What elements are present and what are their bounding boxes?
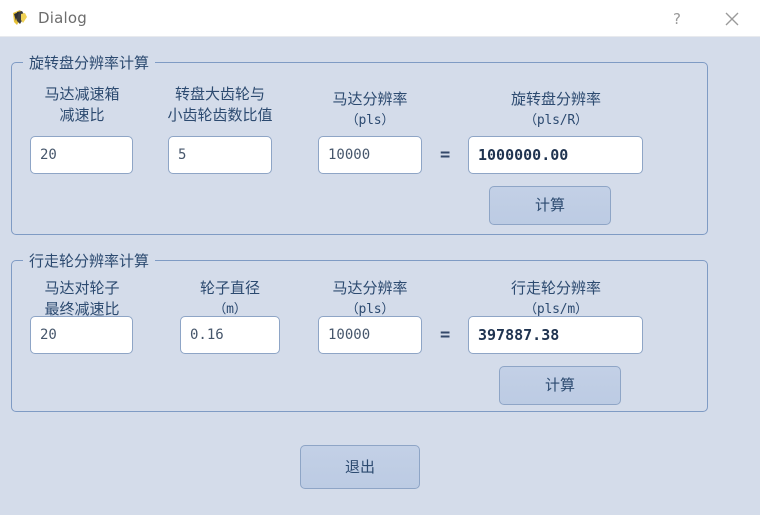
label-gear-tooth-ratio: 转盘大齿轮与 小齿轮齿数比值 <box>167 85 273 124</box>
input-motor-resolution-1[interactable]: 10000 <box>318 136 422 174</box>
qt-logo-icon <box>11 9 30 28</box>
input-gear-tooth-ratio[interactable]: 5 <box>168 136 272 174</box>
group-rotary-table-resolution: 旋转盘分辨率计算 <box>11 52 708 235</box>
label-wheel-diameter: 轮子直径 （m） <box>199 279 260 317</box>
input-wheel-diameter[interactable]: 0.16 <box>180 316 280 354</box>
window-titlebar: Dialog ? <box>0 0 760 37</box>
output-rotary-resolution[interactable]: 1000000.00 <box>468 136 643 174</box>
close-icon[interactable] <box>719 6 745 32</box>
label-motor-resolution-1: 马达分辨率 （pls） <box>332 90 408 128</box>
group2-title: 行走轮分辨率计算 <box>23 250 156 271</box>
equals-sign-2: = <box>440 325 451 345</box>
calculate-button-rotary[interactable]: 计算 <box>489 186 611 225</box>
help-button[interactable]: ? <box>673 10 681 28</box>
label-motor-wheel-ratio: 马达对轮子 最终减速比 <box>44 279 120 318</box>
group1-title: 旋转盘分辨率计算 <box>23 52 156 73</box>
input-motor-gearbox-ratio[interactable]: 20 <box>30 136 133 174</box>
exit-button[interactable]: 退出 <box>300 445 420 489</box>
label-rotary-resolution-result: 旋转盘分辨率 （pls/R） <box>510 90 601 128</box>
window-title: Dialog <box>38 9 87 27</box>
input-motor-wheel-ratio[interactable]: 20 <box>30 316 133 354</box>
output-wheel-resolution[interactable]: 397887.38 <box>468 316 643 354</box>
input-motor-resolution-2[interactable]: 10000 <box>318 316 422 354</box>
label-motor-gearbox-ratio: 马达减速箱 减速比 <box>44 85 120 124</box>
label-motor-resolution-2: 马达分辨率 （pls） <box>332 279 408 317</box>
equals-sign-1: = <box>440 145 451 165</box>
label-wheel-resolution-result: 行走轮分辨率 （pls/m） <box>510 279 601 317</box>
calculate-button-wheel[interactable]: 计算 <box>499 366 621 405</box>
group-wheel-resolution: 行走轮分辨率计算 <box>11 250 708 412</box>
